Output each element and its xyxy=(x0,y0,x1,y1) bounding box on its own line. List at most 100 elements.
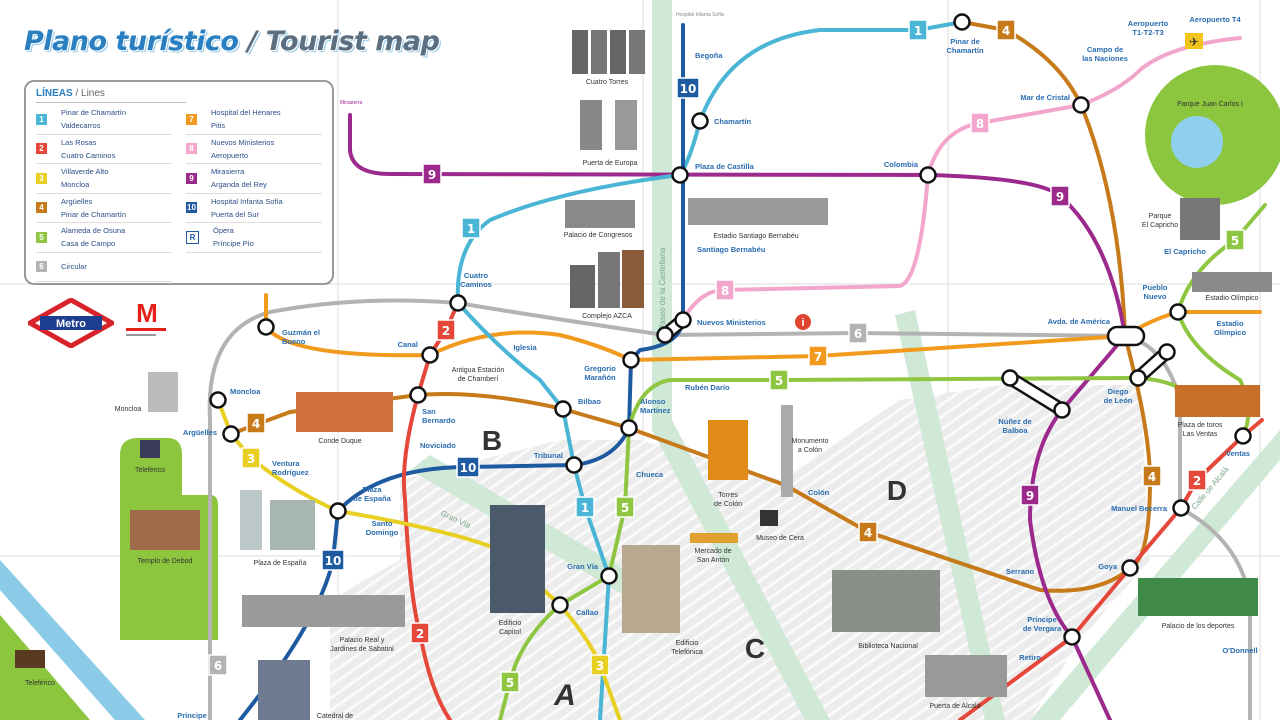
line-5-badge: 5 xyxy=(615,496,635,518)
station-label: Chamartín xyxy=(714,117,752,126)
station-callao[interactable]: Callao xyxy=(551,596,599,618)
line-3-badge: 3 xyxy=(590,654,610,676)
station-retiro[interactable]: Retiro xyxy=(1019,653,1041,662)
station-bilbao[interactable]: Bilbao xyxy=(554,397,602,418)
station-ventas[interactable]: Ventas xyxy=(1226,427,1252,459)
station-marker[interactable] xyxy=(622,351,640,369)
station-marker[interactable] xyxy=(1169,303,1187,321)
station-marker[interactable] xyxy=(329,502,347,520)
station-marker[interactable] xyxy=(671,166,689,184)
landmark-teleferico-top: Teleférico xyxy=(135,440,165,474)
station-odonnell[interactable]: O'Donnell xyxy=(1222,646,1257,655)
station-aeropuerto-t4[interactable]: Aeropuerto T4 xyxy=(1189,15,1241,24)
station-label: Mar de Cristal xyxy=(1020,93,1070,102)
station-marker[interactable] xyxy=(919,166,937,184)
station-marker[interactable] xyxy=(1121,559,1139,577)
station-marker[interactable] xyxy=(1234,427,1252,445)
station-mar-cristal[interactable]: Mar de Cristal xyxy=(1020,93,1090,114)
title-english: / Tourist map xyxy=(247,26,440,57)
station-tribunal[interactable]: Tribunal xyxy=(534,451,583,474)
station-begona[interactable]: Begoña xyxy=(695,51,723,60)
station-santiago-bernabeu[interactable]: Santiago Bernabéu xyxy=(697,245,766,254)
station-marker[interactable] xyxy=(1001,369,1019,387)
station-avda-america[interactable]: Avda. de América xyxy=(1048,317,1111,326)
station-label-line: Estadio xyxy=(1216,319,1244,328)
station-marker[interactable] xyxy=(1053,401,1071,419)
station-principe-pio[interactable]: Príncipe xyxy=(177,711,207,720)
station-marker[interactable] xyxy=(691,112,709,130)
station-chueca[interactable]: Chueca xyxy=(636,470,664,479)
station-chamartin[interactable]: Chamartín xyxy=(691,112,752,130)
station-marker[interactable] xyxy=(565,456,583,474)
station-label: Iglesia xyxy=(513,343,537,352)
station-colon[interactable]: Colón xyxy=(808,488,830,497)
station-gran-via[interactable]: Gran Vía xyxy=(567,562,618,585)
line9-terminal-note: Mirasierra xyxy=(340,100,362,106)
landmark-label: Estadio Olímpico xyxy=(1206,295,1259,302)
station-manuel-becerra[interactable]: Manuel Becerra xyxy=(1111,499,1190,517)
station-marker-avda-america[interactable] xyxy=(1106,325,1146,347)
station-el-capricho[interactable]: El Capricho xyxy=(1164,247,1206,256)
landmark-label-line: Palacio Real y xyxy=(340,637,385,644)
station-marker[interactable] xyxy=(674,311,692,329)
station-ruben[interactable]: Rubén Darío xyxy=(685,383,730,392)
station-serrano[interactable]: Serrano xyxy=(1006,567,1035,576)
legend-terminal: Pitis xyxy=(211,121,226,131)
station-marker[interactable] xyxy=(1072,96,1090,114)
legend-terminal: Villaverde Alto xyxy=(61,167,109,177)
station-marker[interactable] xyxy=(600,567,618,585)
station-marker[interactable] xyxy=(1129,369,1147,387)
station-nuevos-ministerios[interactable]: Nuevos Ministerios xyxy=(656,311,766,344)
station-marker[interactable] xyxy=(409,386,427,404)
station-moncloa[interactable]: Moncloa xyxy=(209,387,262,409)
station-marker[interactable] xyxy=(209,391,227,409)
station-iglesia[interactable]: Iglesia xyxy=(513,343,537,352)
landmark-label: Museo de Cera xyxy=(756,535,804,542)
station-plaza-castilla[interactable]: Plaza de Castilla xyxy=(671,162,755,184)
station-marker[interactable] xyxy=(551,596,569,614)
station-label: Rubén Darío xyxy=(685,383,730,392)
station-marker[interactable] xyxy=(1158,343,1176,361)
station-marker[interactable] xyxy=(449,294,467,312)
station-arguelles[interactable]: Argüelles xyxy=(183,425,240,443)
svg-text:1: 1 xyxy=(581,501,589,515)
station-marker[interactable] xyxy=(1063,628,1081,646)
station-marker[interactable] xyxy=(554,400,572,418)
station-marker[interactable] xyxy=(620,419,638,437)
station-marker[interactable] xyxy=(953,13,971,31)
station-noviciado[interactable]: Noviciado xyxy=(420,441,456,450)
landmark-illustration xyxy=(140,440,160,458)
station-colombia[interactable]: Colombia xyxy=(884,160,937,184)
page-title: Plano turístico / Tourist map xyxy=(24,26,440,57)
station-marker[interactable] xyxy=(421,346,439,364)
station-marker[interactable] xyxy=(1172,499,1190,517)
station-marker[interactable] xyxy=(257,318,275,336)
station-marker[interactable] xyxy=(222,425,240,443)
station-marker[interactable] xyxy=(656,326,674,344)
station-canal[interactable]: Canal xyxy=(398,340,439,364)
station-goya[interactable]: Goya xyxy=(1098,559,1139,577)
info-icon[interactable]: i xyxy=(795,314,811,330)
